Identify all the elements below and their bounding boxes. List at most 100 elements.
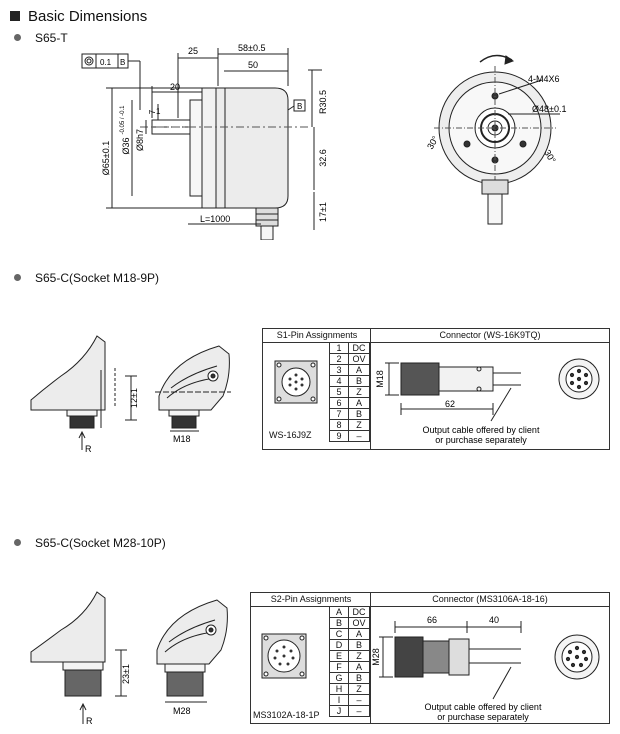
dim-7: 7 — [148, 109, 157, 114]
dim-r30: R30.5 — [318, 90, 328, 114]
ws16-connector-panel: Connector (WS-16K9TQ) M18 62 Output cabl… — [370, 328, 610, 450]
tolerance-datum: B — [120, 58, 125, 67]
pin-signal: A — [348, 364, 370, 376]
dim-1: 1 — [156, 107, 161, 116]
pin-signal: – — [348, 705, 370, 717]
m18-side-views: R 12±1 M18 — [30, 335, 231, 454]
pin-number: E — [329, 650, 349, 662]
ws16-dim-m18: M18 — [375, 370, 385, 388]
dim-m28: M28 — [173, 706, 191, 716]
pin-signal: B — [348, 408, 370, 420]
ws16-note-2: or purchase separately — [435, 435, 527, 445]
pin-number: 3 — [329, 364, 349, 376]
dim-32: 32.6 — [318, 149, 328, 167]
bullet-icon — [14, 539, 21, 546]
dim-12: 12±1 — [129, 388, 139, 408]
pin-number: 8 — [329, 419, 349, 431]
pin-row: 9– — [329, 430, 370, 442]
pin-number: G — [329, 672, 349, 684]
ms3106-dim-m28: M28 — [371, 648, 381, 666]
pin-number: I — [329, 694, 349, 706]
ms3106-connector-drawing: 66 40 M28 Output cable offered by client… — [371, 615, 600, 722]
pin-signal: Z — [348, 650, 370, 662]
dim-58: 58±0.5 — [238, 43, 265, 53]
dim-r: R — [85, 444, 92, 454]
pin-number: 9 — [329, 430, 349, 442]
pin-signal: Z — [348, 683, 370, 695]
section-label-m18: S65-C(Socket M18-9P) — [14, 271, 159, 285]
pin-number: 7 — [329, 408, 349, 420]
pin-signal: – — [348, 694, 370, 706]
ms3106-dim-40: 40 — [489, 615, 499, 625]
socket-10p-icon — [261, 633, 307, 679]
dim-25: 25 — [188, 46, 198, 56]
dim-50: 50 — [248, 60, 258, 70]
dim-23: 23±1 — [121, 664, 131, 684]
ws16-connector-drawing: M18 62 Output cable offered by client or… — [375, 358, 600, 445]
pin-signal: DC — [348, 342, 370, 354]
pin-signal: Z — [348, 419, 370, 431]
dim-m18: M18 — [173, 434, 191, 444]
page-title: Basic Dimensions — [10, 8, 147, 25]
angle-right: 30° — [542, 148, 558, 165]
dim-36: Ø36 — [121, 137, 131, 154]
pin-number: 4 — [329, 375, 349, 387]
pin-signal: A — [348, 661, 370, 673]
pin-signal: B — [348, 375, 370, 387]
bullet-icon — [14, 274, 21, 281]
dim-m4: 4-M4X6 — [528, 74, 560, 84]
square-bullet-icon — [10, 11, 20, 21]
section-label-s65t: S65-T — [14, 31, 68, 45]
dim-48: Ø48±0.1 — [532, 104, 566, 114]
socket-9p-icon — [274, 360, 318, 404]
pin-signal: DC — [348, 606, 370, 618]
datum-label: B — [297, 102, 302, 111]
dim-36-tolerance: -0.05 / -0.1 — [120, 105, 126, 135]
pin-number: 1 — [329, 342, 349, 354]
pin-row: I– — [329, 694, 370, 706]
s65t-side-view: 0.1 B 25 58±0.5 50 20 1 B Ø65±0.1 Ø36 -0… — [81, 43, 328, 240]
pin-number: D — [329, 639, 349, 651]
pin-row: J– — [329, 705, 370, 717]
pin-number: B — [329, 617, 349, 629]
ms3106-dim-66: 66 — [427, 615, 437, 625]
ms3106-note-1: Output cable offered by client — [425, 702, 542, 712]
pin-signal: B — [348, 672, 370, 684]
ws16-note-1: Output cable offered by client — [423, 425, 540, 435]
s1-pin-title: S1-Pin Assignments — [263, 329, 371, 343]
pin-number: 2 — [329, 353, 349, 365]
pin-number: A — [329, 606, 349, 618]
ms3106-connector-title: Connector (MS3106A-18-16) — [371, 593, 609, 607]
angle-left: 30° — [425, 134, 441, 151]
ms3106-note-2: or purchase separately — [437, 712, 529, 722]
pin-number: J — [329, 705, 349, 717]
dim-r: R — [86, 716, 93, 726]
tolerance-value: 0.1 — [100, 58, 112, 67]
pin-number: F — [329, 661, 349, 673]
pin-signal: A — [348, 397, 370, 409]
section-label-m28: S65-C(Socket M28-10P) — [14, 536, 166, 550]
s2-pin-title: S2-Pin Assignments — [251, 593, 371, 607]
cable-length: L=1000 — [200, 214, 230, 224]
pin-number: 5 — [329, 386, 349, 398]
dim-20: 20 — [170, 82, 180, 92]
pin-number: C — [329, 628, 349, 640]
pin-signal: B — [348, 639, 370, 651]
pin-signal: Z — [348, 386, 370, 398]
